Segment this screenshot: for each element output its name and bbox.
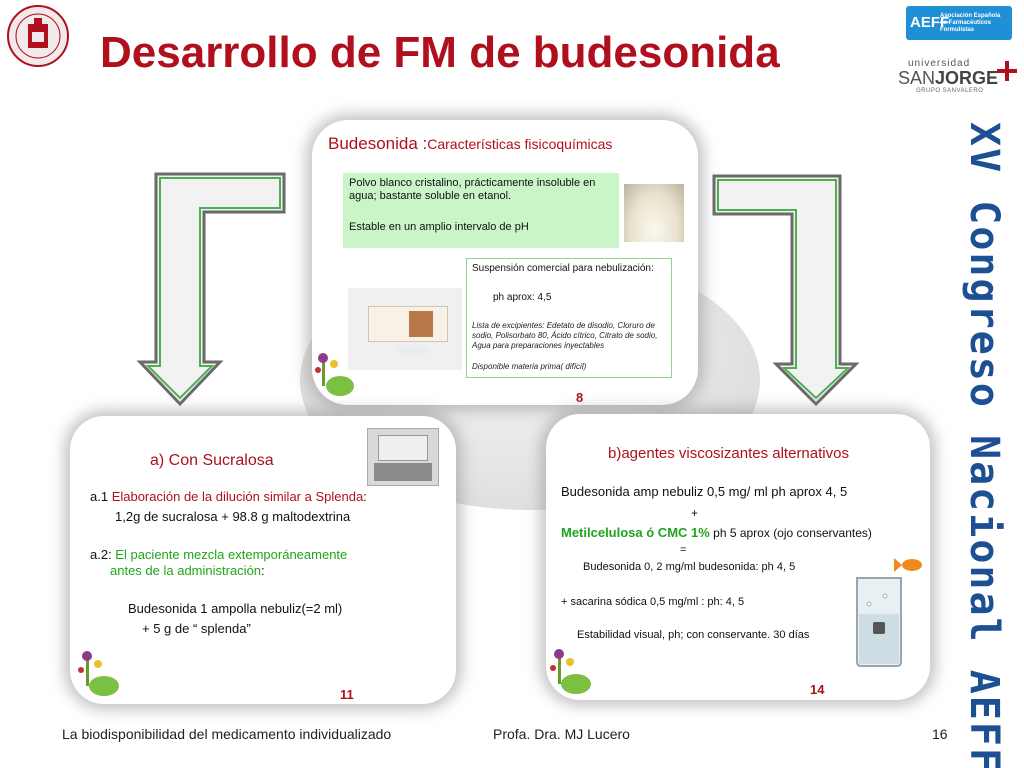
suspension-title: Suspensión comercial para nebulización:: [472, 263, 654, 274]
step-a1-end: :: [363, 489, 367, 504]
step-a1-text: Elaboración de la dilución similar a Spl…: [111, 489, 364, 504]
scale-image: [367, 428, 439, 486]
slide-number: 14: [810, 682, 825, 697]
card-top-title: Budesonida :Características fisicoquímic…: [328, 134, 612, 154]
suspension-ph: ph aprox: 4,5: [493, 292, 552, 303]
san-jorge-jorge: JORGE: [935, 68, 999, 88]
flower-icon: [78, 651, 119, 696]
flower-icon: [315, 353, 354, 396]
scale-base: [374, 463, 432, 481]
properties-line1: Polvo blanco cristalino, prácticamente i…: [349, 177, 596, 202]
product-box: [368, 306, 448, 342]
footer-page-number: 16: [932, 726, 948, 742]
formula-line2-rest: ph 5 aprox (ojo conservantes): [709, 526, 872, 540]
step-a2-line2-text: antes de la administración: [110, 563, 262, 578]
formula-line1: Budesonida amp nebuliz 0,5 mg/ ml ph apr…: [561, 484, 848, 499]
availability-note: Disponible materia prima( difícil): [472, 362, 587, 371]
card-br-title: b)agentes viscosizantes alternativos: [608, 445, 849, 462]
card-top-title-main: Budesonida :: [328, 134, 428, 153]
fish-icon: [894, 558, 922, 572]
product-ampoule: [396, 346, 430, 354]
footer-author: Profa. Dra. MJ Lucero: [493, 726, 630, 742]
formula-line3: Budesonida 0, 2 mg/ml budesonida: ph 4, …: [583, 561, 796, 573]
properties-box: Polvo blanco cristalino, prácticamente i…: [343, 173, 619, 248]
formula-plus: +: [691, 506, 699, 520]
right-down-arrow: [712, 174, 860, 407]
step-a1-line2: 1,2g de sucralosa + 98.8 g maltodextrina: [115, 509, 351, 524]
aeff-logo-text: Asociación Española de Farmacéuticos For…: [940, 12, 1001, 33]
slide-number: 11: [340, 687, 354, 702]
formula-line5: Estabilidad visual, ph; con conservante.…: [577, 629, 810, 641]
san-jorge-line1: universidad: [908, 58, 971, 69]
step-a1: a.1 Elaboración de la dilución similar a…: [90, 489, 367, 504]
card-characteristics: Budesonida :Características fisicoquímic…: [312, 120, 698, 405]
card-top-title-sub: Características fisicoquímicas: [427, 136, 613, 152]
step-a2-num: a.2:: [90, 547, 116, 562]
page-title: Desarrollo de FM de budesonida: [100, 28, 780, 77]
step-a2-line2: antes de la administración:: [110, 563, 265, 578]
formula-line4: + sacarina sódica 0,5 mg/ml : ph: 4, 5: [561, 596, 745, 608]
card-sucralose: a) Con Sucralosa a.1 Elaboración de la d…: [70, 416, 456, 704]
dose-line2: + 5 g de “ splenda”: [142, 621, 251, 636]
san-jorge-san: SAN: [898, 68, 936, 88]
aeff-logo-letters: AEFF: [910, 14, 950, 31]
slide-number: 8: [576, 390, 584, 405]
card-viscosity-agents: b)agentes viscosizantes alternativos Bud…: [546, 414, 930, 700]
san-jorge-line2: SANJORGE: [898, 68, 998, 89]
dose-line1: Budesonida 1 ampolla nebuliz(=2 ml): [128, 601, 343, 616]
formula-equals: =: [680, 544, 687, 556]
step-a2: a.2: El paciente mezcla extemporáneament…: [90, 547, 347, 562]
product-image: [348, 288, 462, 370]
scale-top: [378, 435, 428, 461]
congress-text: XV Congreso Nacional AEFF: [961, 122, 1007, 768]
card-bl-title: a) Con Sucralosa: [150, 452, 274, 469]
aeff-logo: AEFF Asociación Española de Farmacéutico…: [906, 6, 1012, 40]
formula-line2-bold: Metilcelulosa ó CMC 1%: [561, 525, 710, 540]
footer-topic: La biodisponibilidad del medicamento ind…: [62, 726, 392, 742]
step-a2-line2-end: :: [261, 563, 265, 578]
step-a2-text: El paciente mezcla extemporáneamente: [115, 547, 348, 562]
formula-line2: Metilcelulosa ó CMC 1% ph 5 aprox (ojo c…: [561, 525, 872, 540]
san-jorge-logo: universidad SANJORGE GRUPO SANVALERO: [898, 58, 1018, 98]
powder-image: [624, 184, 684, 242]
san-jorge-cross-icon: [997, 61, 1017, 81]
congress-banner: XV Congreso Nacional AEFF: [961, 122, 1007, 768]
flower-icon: [550, 649, 591, 694]
properties-line2: Estable en un amplio intervalo de pH: [349, 221, 529, 233]
product-stripe: [409, 311, 433, 337]
beaker-icon: [856, 577, 902, 667]
san-jorge-line3: GRUPO SANVALERO: [916, 88, 984, 94]
excipients-list: Lista de excipientes: Edetato de disodio…: [472, 321, 658, 350]
step-a1-num: a.1: [90, 489, 112, 504]
universidad-sevilla-logo: [7, 5, 69, 67]
commercial-suspension-box: Suspensión comercial para nebulización: …: [466, 258, 672, 378]
left-down-arrow: [136, 172, 286, 407]
